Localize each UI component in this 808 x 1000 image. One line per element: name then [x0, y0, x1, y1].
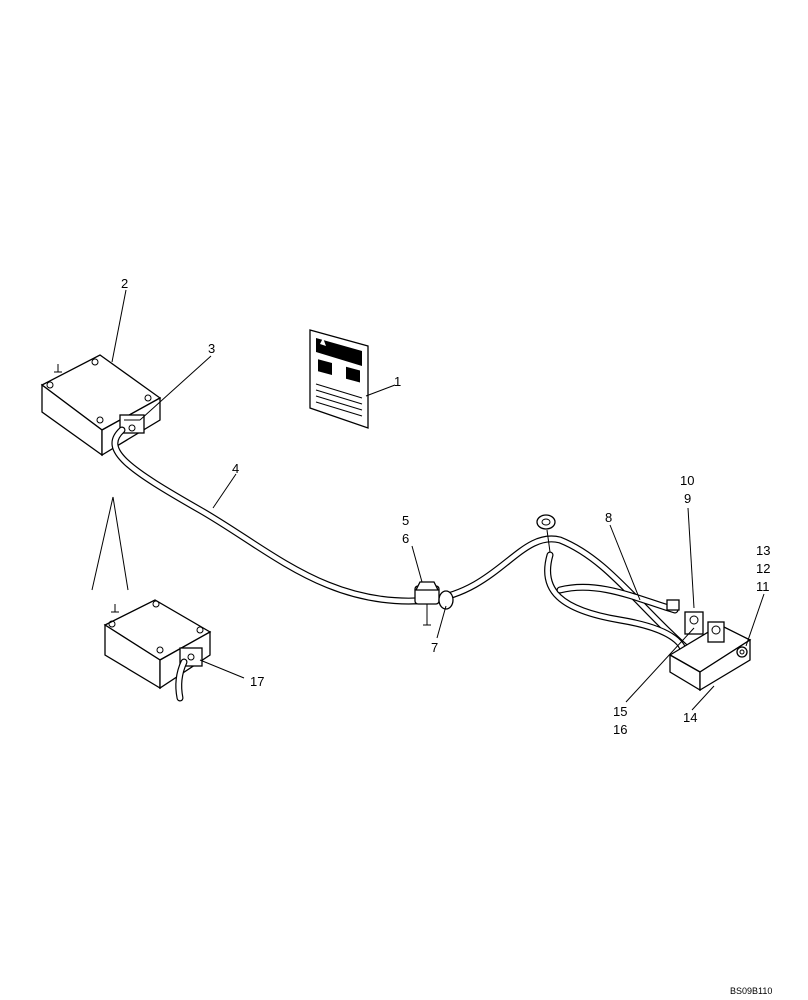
callout-7: 7	[431, 640, 438, 655]
callout-9: 9	[684, 491, 691, 506]
callout-labels: 1 2 3 4 5 6 7 8 10 9 13 12 11 15 16 14 1…	[121, 276, 770, 737]
callout-8: 8	[605, 510, 612, 525]
callout-13: 13	[756, 543, 770, 558]
drawing-code: BS09B110	[730, 986, 772, 996]
callout-6: 6	[402, 531, 409, 546]
callout-2: 2	[121, 276, 128, 291]
warning-decal	[309, 329, 369, 429]
callout-1: 1	[394, 374, 401, 389]
solenoid-assembly	[666, 599, 752, 692]
secondary-cable	[544, 551, 687, 664]
callout-16: 16	[613, 722, 627, 737]
callout-12: 12	[756, 561, 770, 576]
callout-3: 3	[208, 341, 215, 356]
callout-17: 17	[250, 674, 264, 689]
leader-lines	[111, 289, 765, 711]
callout-15: 15	[613, 704, 627, 719]
callout-4: 4	[232, 461, 239, 476]
callout-5: 5	[402, 513, 409, 528]
battery-box	[40, 354, 162, 457]
callout-11: 11	[756, 579, 770, 594]
ring-terminal	[536, 514, 556, 553]
detail-view-battery-box	[91, 496, 212, 702]
callout-14: 14	[683, 710, 697, 725]
cable-clamp	[414, 581, 454, 626]
callout-10: 10	[680, 473, 694, 488]
